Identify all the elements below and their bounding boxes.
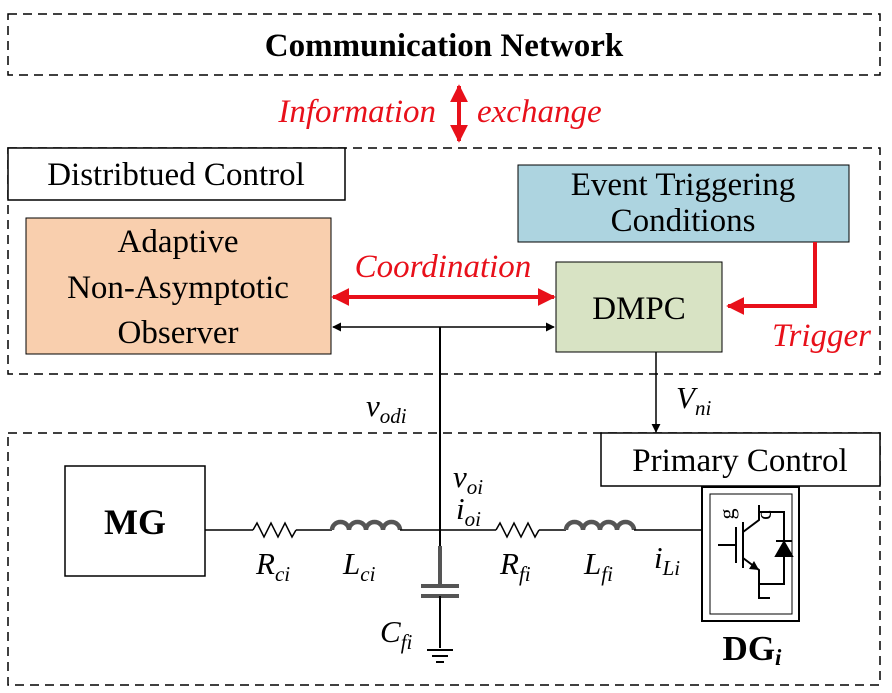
distributed-layer-border	[7, 147, 881, 375]
voi-label: voi	[453, 459, 483, 499]
trigger-label: Trigger	[772, 318, 871, 354]
event-triggering-block	[517, 164, 850, 243]
resistor-rci-icon	[252, 521, 297, 539]
primary-layer-border	[7, 432, 881, 686]
event-triggering-line-2: Conditions	[611, 203, 756, 239]
rci-label: Rci	[255, 546, 290, 586]
resistor-rfi-icon	[495, 521, 540, 539]
dmpc-label: DMPC	[592, 291, 686, 327]
lci-label: Lci	[342, 546, 376, 586]
vodi-label: vodi	[366, 388, 407, 428]
exchange-label: exchange	[477, 94, 602, 130]
igbt-gate-label: g	[714, 509, 739, 520]
trigger-arrow	[726, 242, 817, 315]
lfi-label: Lfi	[583, 546, 613, 586]
igbt-emitter-arrow-icon	[749, 561, 759, 570]
observer-line-1: Adaptive	[118, 224, 239, 260]
observer-line-2: Non-Asymptotic	[67, 270, 289, 306]
observer-block	[25, 217, 332, 355]
igbt-icon	[718, 505, 794, 599]
event-triggering-line-1: Event Triggering	[571, 167, 796, 203]
coordination-label: Coordination	[355, 249, 532, 285]
dmpc-block	[555, 261, 723, 353]
mg-label: MG	[104, 502, 166, 542]
vni-label: Vni	[676, 380, 711, 420]
primary-layer-title: Primary Control	[632, 443, 847, 479]
communication-layer-border	[7, 13, 881, 76]
rfi-label: Rfi	[499, 546, 531, 586]
dg-label: DGi	[723, 629, 783, 670]
mg-block	[64, 465, 206, 577]
cfi-label: Cfi	[380, 614, 413, 654]
ioi-label: ioi	[456, 491, 481, 531]
inductor-lfi-icon	[563, 519, 637, 531]
ili-label: iLi	[654, 540, 680, 580]
primary-layer-title-box	[600, 432, 881, 487]
igbt-collector-label: c	[751, 510, 776, 520]
observer-line-3: Observer	[118, 315, 239, 351]
distributed-layer-title-box	[7, 147, 346, 201]
information-label: Information	[277, 94, 436, 130]
communication-layer-title: Communication Network	[265, 28, 624, 64]
distributed-layer-title: Distribtued Control	[47, 157, 305, 193]
inductor-lci-icon	[329, 519, 403, 531]
